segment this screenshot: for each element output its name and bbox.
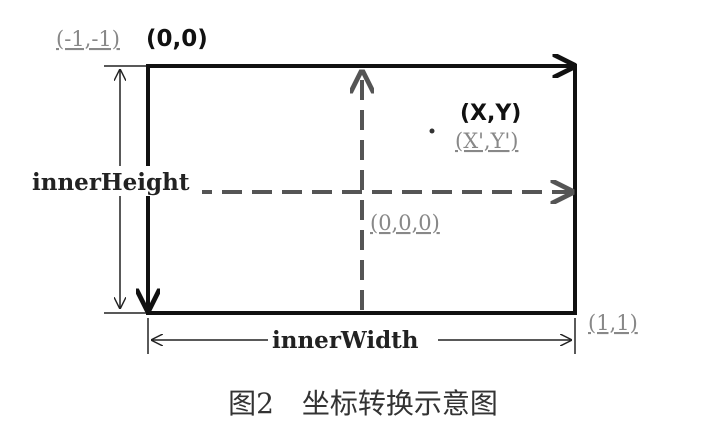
sample-point (429, 128, 435, 134)
figure-caption: 图2 坐标转换示意图 (228, 387, 498, 420)
inner-height-label: innerHeight (32, 169, 190, 196)
top-left-screen-label: (0,0) (146, 26, 208, 52)
inner-height-label-bg (30, 166, 202, 196)
point-screen-label: (X,Y) (460, 101, 521, 126)
center-ndc-label: (0,0,0) (370, 211, 440, 235)
bottom-right-ndc-label: (1,1) (588, 311, 638, 335)
inner-width-label: innerWidth (272, 327, 419, 354)
top-left-ndc-label: (-1,-1) (56, 27, 120, 51)
point-ndc-label: (X',Y') (455, 129, 518, 153)
